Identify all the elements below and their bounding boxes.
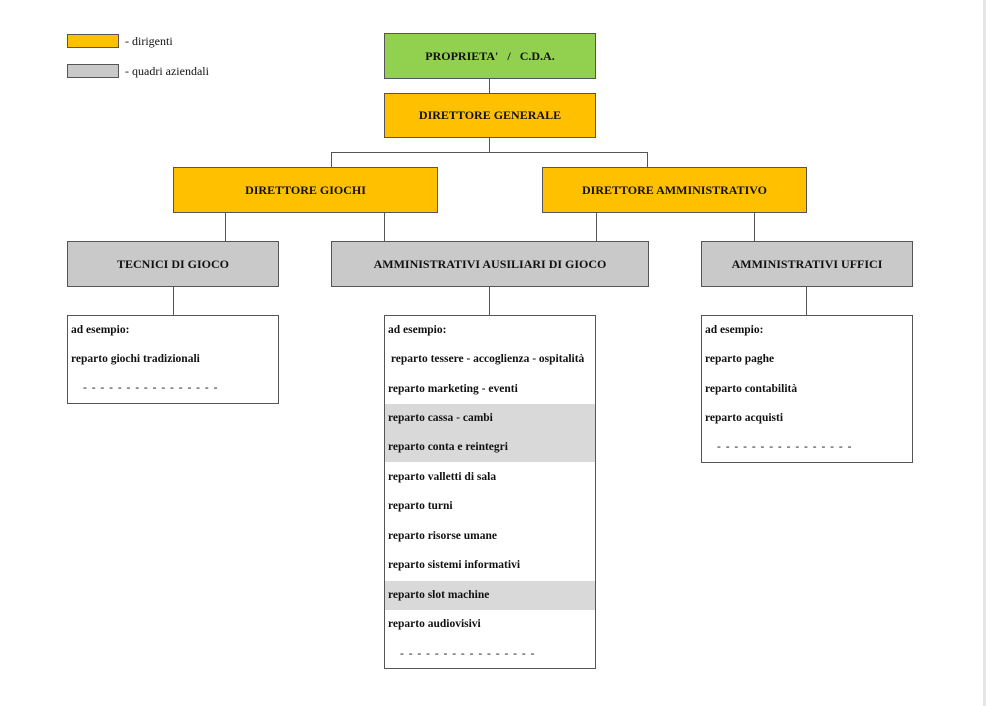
node-board: PROPRIETA' / C.D.A.: [384, 33, 596, 79]
connector-adir-office: [754, 213, 755, 241]
connector-directors-h: [331, 152, 648, 153]
connector-gdir-tech: [225, 213, 226, 241]
page-edge: [983, 0, 986, 706]
node-admin-director: DIRETTORE AMMINISTRATIVO: [542, 167, 807, 213]
list-item-dashes: - - - - - - - - - - - - - - - -: [83, 382, 219, 394]
connector-tech-list: [173, 287, 174, 315]
list-item: reparto valletti di sala: [388, 471, 497, 483]
node-general-director: DIRETTORE GENERALE: [384, 93, 596, 138]
list-item-highlighted: reparto conta e reintegri: [385, 433, 595, 462]
connector-admin-director: [647, 152, 648, 167]
list-aux-admin: ad esempio: reparto tessere - accoglienz…: [384, 315, 596, 669]
legend-swatch-quadri: [67, 64, 119, 78]
list-item: reparto turni: [388, 500, 453, 512]
legend-swatch-dirigenti: [67, 34, 119, 48]
connector-office-list: [806, 287, 807, 315]
node-office-admin: AMMINISTRATIVI UFFICI: [701, 241, 913, 287]
list-item: reparto tessere - accoglienza - ospitali…: [388, 353, 585, 365]
list-office-admin: ad esempio: reparto paghe reparto contab…: [701, 315, 913, 463]
legend-label-dirigenti: - dirigenti: [125, 34, 173, 48]
list-item: reparto marketing - eventi: [388, 383, 518, 395]
connector-adir-aux: [596, 213, 597, 241]
connector-board-gd: [489, 79, 490, 93]
list-game-technicians: ad esempio: reparto giochi tradizionali …: [67, 315, 279, 404]
list-item: reparto contabilità: [705, 383, 798, 395]
connector-games-director: [331, 152, 332, 167]
list-item: reparto audiovisivi: [388, 618, 481, 630]
list-item: ad esempio:: [71, 324, 130, 336]
node-game-technicians: TECNICI DI GIOCO: [67, 241, 279, 287]
list-item-highlighted: reparto cassa - cambi: [385, 404, 595, 433]
list-item: reparto giochi tradizionali: [71, 353, 200, 365]
list-item-dashes: - - - - - - - - - - - - - - - -: [400, 648, 536, 660]
list-item: reparto acquisti: [705, 412, 784, 424]
connector-gdir-aux: [384, 213, 385, 241]
list-item: ad esempio:: [388, 324, 447, 336]
node-games-director: DIRETTORE GIOCHI: [173, 167, 438, 213]
connector-aux-list: [489, 287, 490, 315]
legend-label-quadri: - quadri aziendali: [125, 64, 209, 78]
list-item-dashes: - - - - - - - - - - - - - - - -: [717, 441, 853, 453]
list-item-highlighted: reparto slot machine: [385, 581, 595, 610]
node-aux-admin: AMMINISTRATIVI AUSILIARI DI GIOCO: [331, 241, 649, 287]
list-item: reparto paghe: [705, 353, 775, 365]
connector-gd-down: [489, 138, 490, 152]
list-item: ad esempio:: [705, 324, 764, 336]
list-item: reparto risorse umane: [388, 530, 498, 542]
list-item: reparto sistemi informativi: [388, 559, 521, 571]
